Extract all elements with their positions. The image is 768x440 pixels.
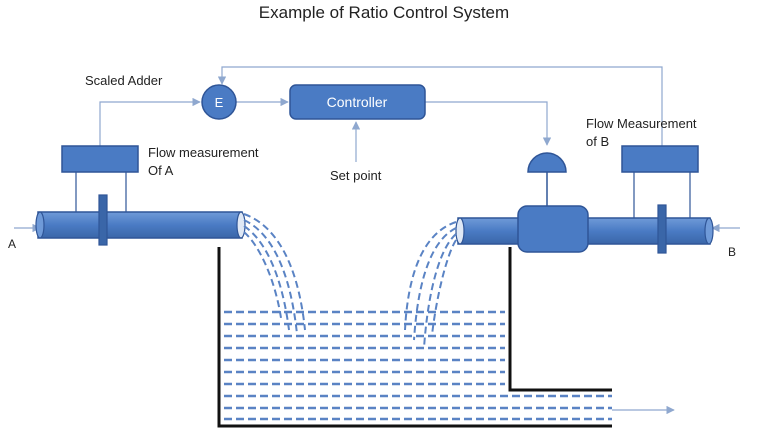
stream-b	[404, 221, 457, 349]
flow-meter-b	[621, 145, 699, 173]
tank-wall-right-step	[508, 247, 612, 392]
pipe-b-flange	[657, 204, 667, 254]
diagram-title: Example of Ratio Control System	[259, 3, 509, 22]
inlet-b-label: B	[728, 245, 736, 259]
flow-meter-a	[61, 145, 139, 173]
flow-meter-a-label-line1: Flow measurement	[148, 145, 259, 160]
scaled-adder-label: Scaled Adder	[85, 73, 163, 88]
signal-controller-to-valve	[425, 101, 552, 146]
tank-water	[224, 310, 612, 421]
flow-meter-b-label-line2: of B	[586, 134, 609, 149]
adder-symbol: E	[215, 95, 224, 110]
flow-meter-a-label-line2: Of A	[148, 163, 174, 178]
valve-actuator	[527, 152, 567, 173]
controller-block: Controller	[289, 84, 426, 120]
signal-flow-a-to-adder	[99, 97, 201, 146]
tank-wall-left-bottom	[217, 247, 612, 428]
adder-circle	[201, 84, 237, 120]
flow-meter-b-label-line1: Flow Measurement	[586, 116, 697, 131]
controller-label: Controller	[327, 94, 388, 110]
meter-taps	[75, 172, 691, 218]
tank	[217, 247, 612, 428]
control-valve	[517, 152, 589, 253]
signal-lines	[14, 66, 740, 415]
inlet-a-label: A	[8, 237, 16, 251]
valve-body	[517, 205, 589, 253]
scaled-adder: E	[201, 84, 237, 120]
stream-a	[243, 213, 306, 335]
pipe-a	[35, 194, 246, 246]
signal-flow-b-to-adder	[217, 66, 663, 146]
controller-box	[289, 84, 426, 120]
pipe-a-flange	[98, 194, 108, 246]
set-point-label: Set point	[330, 168, 382, 183]
